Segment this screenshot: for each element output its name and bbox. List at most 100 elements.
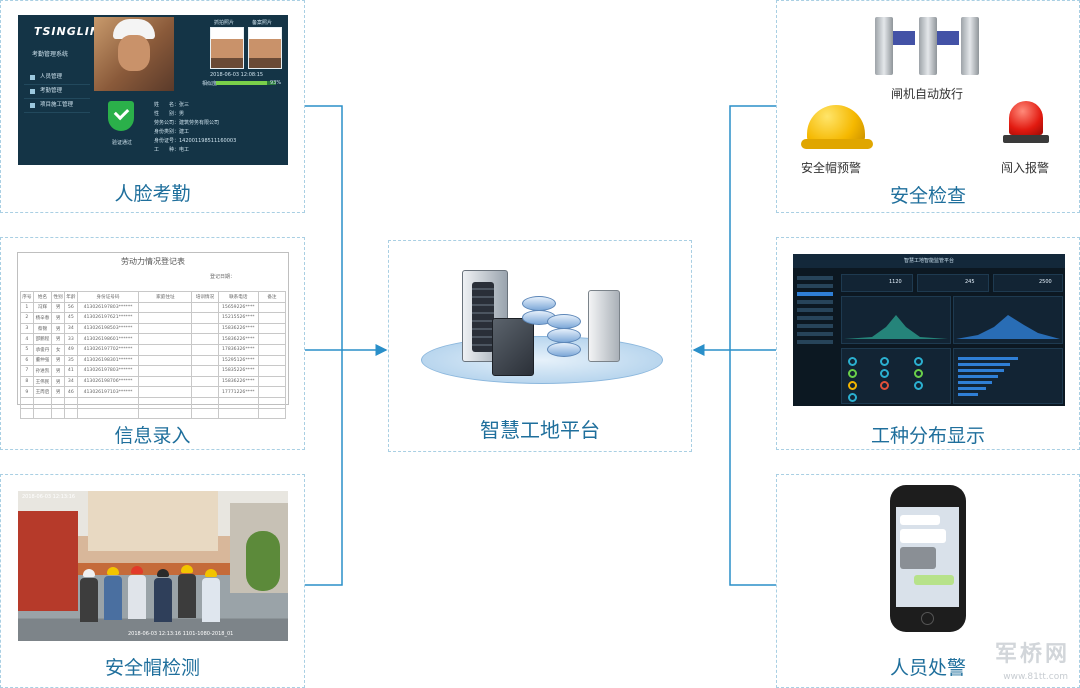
system-name: 考勤管理系统 [32,51,69,58]
table-cell: 15836226**** [217,322,259,335]
table-cell: 5 [20,343,34,356]
table-cell: 身份证号码 [76,291,140,303]
match-label: 相似度 [202,81,218,87]
record-thumbnail [248,27,282,69]
table-cell: 7 [20,365,34,377]
database-disk [547,328,581,343]
table-cell [138,407,193,420]
home-button[interactable] [921,612,934,625]
form-title: 劳动力情况登记表 [121,257,185,266]
bar-list-card [953,348,1063,404]
table-cell: 男 [51,301,65,314]
table-cell: 冯辉 [32,301,53,314]
table-cell: 王周启 [32,386,53,398]
registration-form: 劳动力情况登记表 登记日期： 序号姓名性别年龄身份证号码家庭住址培训情况联系电话… [17,252,289,420]
rack-server [492,318,534,376]
worker-hat [113,19,155,39]
info-idcard: 身份证号：142001198511160003 [154,138,237,144]
captured-face-photo [94,17,174,91]
caption-trade-distribution: 工种分布显示 [870,425,985,447]
table-cell [217,407,259,420]
tree [246,531,280,591]
menu-item[interactable]: 考勤管理 [24,85,90,99]
table-cell [257,333,287,345]
menu-item[interactable]: 项目施工管理 [24,99,90,113]
table-cell: 董仲强 [32,354,53,367]
table-cell: 15659226**** [217,301,259,314]
connector-right-bottom [729,350,776,586]
table-cell: 46 [63,386,78,398]
table-cell [32,407,53,420]
table-cell: 35 [63,354,78,367]
table-cell: 17836326**** [217,343,259,356]
table-cell: 男 [51,322,65,335]
table-cell [138,375,193,388]
table-cell: 34 [63,375,78,388]
table-cell: 男 [51,365,65,377]
attendance-screen: TSINGLINK 考勤管理系统 人员管理 考勤管理 项目施工管理 抓拍照片 备… [18,15,288,165]
capture-label: 抓拍照片 [214,20,235,26]
table-cell [217,396,259,409]
panel-trade-distribution: 智慧工地智能监管平台 1120 245 2500 [776,237,1080,450]
worker-figure [104,567,122,620]
table-cell: 孙进凯 [32,365,53,377]
caption-face-attendance: 人脸考勤 [114,183,191,205]
gate-label: 闸机自动放行 [891,87,964,101]
turnstile-gate-icon [919,17,959,75]
table-cell [138,396,193,409]
table-cell [257,354,287,367]
stat-card [993,274,1063,292]
connector-right-top [729,105,776,350]
smartphone-icon [890,485,966,632]
helmet-label: 安全帽预警 [801,161,862,175]
table-cell: 413026197103****** [76,386,140,398]
table-row-empty [20,396,287,409]
message-bubble [914,575,954,585]
phone-screen [896,507,959,607]
table-cell: 蔡锦 [32,322,53,335]
stat-number: 1120 [889,279,902,285]
stat-number: 2500 [1039,279,1052,285]
verify-status: 验证通过 [112,140,133,146]
caption-personnel-alert: 人员处警 [889,657,966,679]
stat-number: 245 [965,279,975,285]
info-category: 身份类别：建工 [154,129,190,135]
table-cell: 备注 [257,291,287,303]
table-cell: 男 [51,333,65,345]
table-cell: 年龄 [63,291,78,303]
worker-face [118,35,150,71]
table-cell [63,407,78,420]
watermark-text: 军桥网 [994,642,1070,667]
table-cell: 41 [63,365,78,377]
table-cell: 联系电话 [217,291,259,303]
table-cell [257,365,287,377]
table-cell: 413026197702****** [76,343,140,356]
table-cell: 男 [51,312,65,324]
info-gender: 性 别：男 [154,111,185,117]
info-name: 姓 名：张三 [154,102,190,108]
table-cell [191,396,219,409]
match-bar [216,81,276,85]
table-cell [191,312,219,324]
table-cell: 45 [63,312,78,324]
table-cell [138,322,193,335]
menu-item[interactable]: 人员管理 [24,71,90,85]
table-cell [257,343,287,356]
platform-base [421,336,663,384]
panel-personnel-alert: 人员处警 [776,474,1080,688]
table-cell [138,354,193,367]
table-cell [138,301,193,314]
table-cell [257,396,287,409]
table-cell [257,312,287,324]
table-cell [257,407,287,420]
table-cell: 姓名 [32,291,53,303]
message-bubble [900,529,946,543]
